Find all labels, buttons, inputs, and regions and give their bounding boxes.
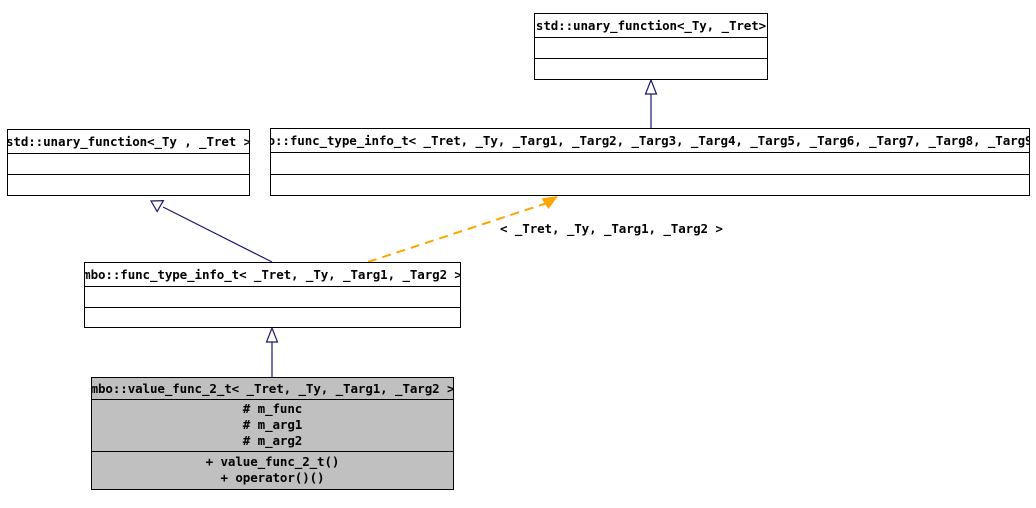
class-operations-compartment [271,173,1029,196]
inheritance-edge-valuefunc2-to-functypeinfo2 [265,326,279,377]
class-title: std::unary_function<_Ty, _Tret> [535,17,767,33]
class-box-value-func-2-t[interactable]: mbo::value_func_2_t< _Tret, _Ty, _Targ1,… [91,377,454,490]
class-title: std::unary_function<_Ty , _Tret > [8,133,249,149]
class-operations-compartment: + value_func_2_t() + operator()() [92,451,453,489]
class-operations-compartment [8,174,249,195]
class-attribute: # m_arg1 [242,417,303,433]
class-box-func-type-info-t-full[interactable]: mbo::func_type_info_t< _Tret, _Ty, _Targ… [270,128,1030,196]
inheritance-edge-functypeinfo-to-unaryfunction-top [644,78,658,128]
class-attribute: # m_func [242,401,303,417]
class-attributes-compartment [85,286,460,307]
class-box-func-type-info-t-2[interactable]: mbo::func_type_info_t< _Tret, _Ty, _Targ… [84,262,461,328]
inheritance-edge-functypeinfo2-to-unaryfunction-left [149,199,273,263]
class-attribute: # m_arg2 [242,433,303,449]
class-box-std-unary-function-left[interactable]: std::unary_function<_Ty , _Tret > [7,129,250,196]
class-attributes-compartment [8,153,249,174]
class-title: mbo::func_type_info_t< _Tret, _Ty, _Targ… [271,132,1029,148]
class-box-std-unary-function-top[interactable]: std::unary_function<_Ty, _Tret> [534,13,768,80]
class-attributes-compartment: # m_func # m_arg1 # m_arg2 [92,399,453,451]
template-binding-label: < _Tret, _Ty, _Targ1, _Targ2 > [500,221,723,236]
class-title: mbo::value_func_2_t< _Tret, _Ty, _Targ1,… [92,380,453,396]
class-operation: + value_func_2_t() [205,454,340,470]
class-operations-compartment [85,306,460,328]
class-attributes-compartment [535,37,767,58]
class-attributes-compartment [271,152,1029,174]
class-title: mbo::func_type_info_t< _Tret, _Ty, _Targ… [85,266,460,282]
class-operation: + operator()() [220,470,325,486]
class-operations-compartment [535,58,767,79]
